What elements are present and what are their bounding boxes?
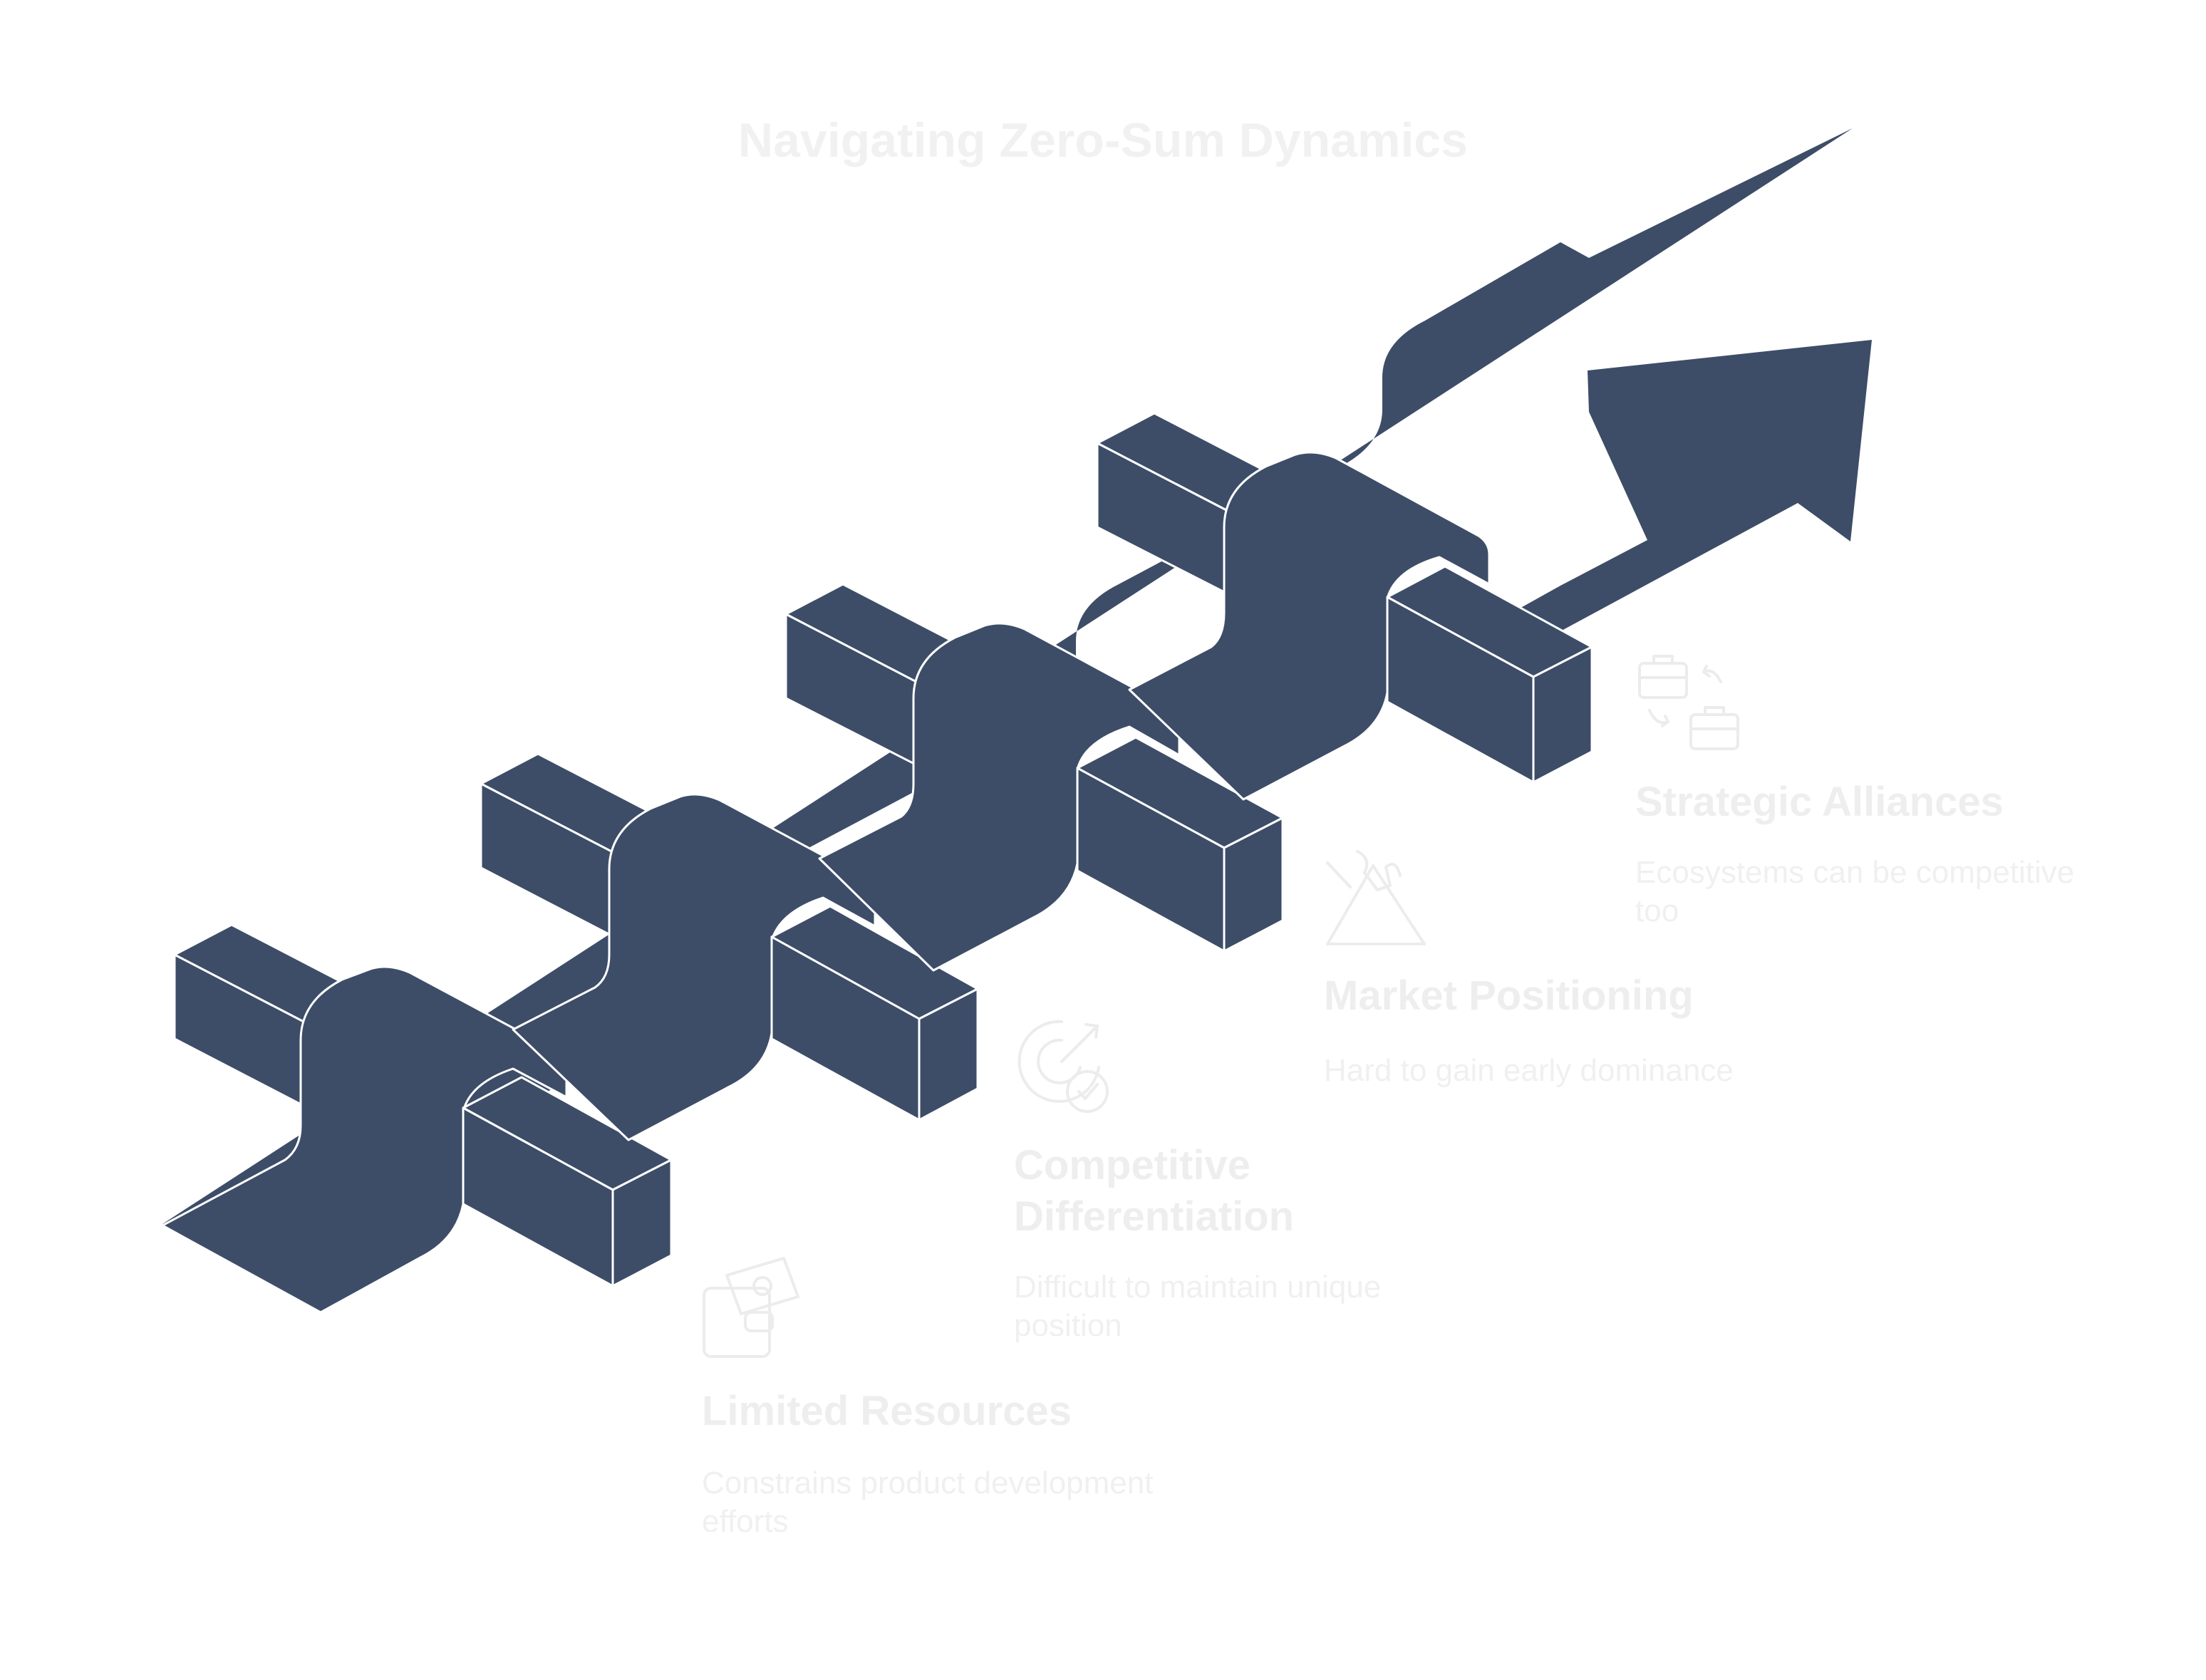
briefcase-exchange-icon: [1638, 655, 1739, 750]
step-4-shape: [1096, 412, 1593, 801]
strategic-alliances-description: Ecosystems can be competitive too: [1635, 855, 2075, 928]
market-positioning-label: Market Positioning: [1324, 973, 1694, 1019]
strategic-alliances-label: Strategic Alliances: [1635, 779, 2004, 825]
step-1-shape: [161, 923, 673, 1314]
market-positioning-description: Hard to gain early dominance: [1324, 1053, 1734, 1088]
step-3-shape: [784, 583, 1284, 972]
wallet-money-icon: [703, 1257, 799, 1358]
limited-resources-description: Constrains product development efforts: [702, 1466, 1154, 1539]
target-check-icon: [1017, 1020, 1109, 1113]
diagram-title: Navigating Zero-Sum Dynamics: [737, 113, 1469, 167]
competitive-differentiation-label: Competitive Differentiation: [1014, 1142, 1295, 1240]
limited-resources-label: Limited Resources: [702, 1388, 1072, 1434]
climbing-mountain-icon: [1326, 850, 1426, 945]
competitive-differentiation-description: Difficult to maintain unique position: [1014, 1270, 1382, 1343]
